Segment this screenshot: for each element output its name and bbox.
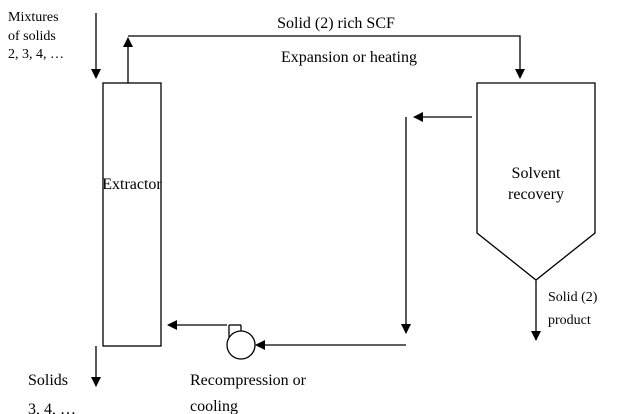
extractor-label: Extractor [102,176,162,193]
recovery-label-line1: Solvent [512,165,561,182]
solids-out-label-line2: 3, 4, … [28,401,76,414]
solvent-recovery-vessel [476,82,596,281]
recovery-label-line2: recovery [508,186,564,203]
solids-out-label-line1: Solids [28,372,68,389]
recompression-label-line2: cooling [190,398,238,414]
expansion-label: Expansion or heating [281,49,417,66]
top-stream-label: Solid (2) rich SCF [277,15,395,32]
pump-icon [226,324,256,360]
solid-rich-scf-line [128,35,525,79]
feed-label-line3: 2, 3, 4, … [8,47,64,62]
extractor-vessel [102,82,162,347]
product-label-line1: Solid (2) [548,290,598,305]
recompression-label-line1: Recompression or [190,372,307,389]
feed-label-line1: Mixtures [8,10,59,25]
feed-label-line2: of solids [8,29,56,44]
product-label-line2: product [548,313,591,328]
